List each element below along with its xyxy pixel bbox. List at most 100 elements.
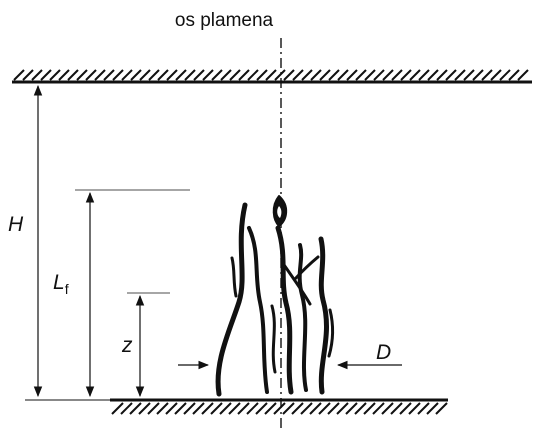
flame-tongue — [275, 225, 294, 395]
hatch-mark — [274, 69, 286, 81]
hatch-mark — [238, 69, 250, 81]
hatch-mark — [31, 69, 43, 81]
hatch-mark — [382, 69, 394, 81]
hatch-mark — [445, 69, 457, 81]
label-D: D — [376, 341, 391, 364]
hatch-mark — [264, 402, 277, 415]
flame-tongue — [230, 256, 238, 298]
hatch-mark — [408, 402, 421, 415]
hatch-mark — [120, 402, 133, 415]
hatch-mark — [174, 402, 187, 415]
hatch-mark — [85, 69, 97, 81]
hatch-mark — [463, 69, 475, 81]
hatch-mark — [499, 69, 511, 81]
hatch-mark — [282, 402, 295, 415]
hatch-mark — [481, 69, 493, 81]
hatch-mark — [310, 69, 322, 81]
hatch-mark — [291, 402, 304, 415]
hatch-mark — [256, 69, 268, 81]
hatch-mark — [328, 69, 340, 81]
hatch-mark — [391, 69, 403, 81]
hatch-mark — [139, 69, 151, 81]
flame-tongue — [280, 260, 312, 306]
hatch-mark — [372, 402, 385, 415]
flame-tongue — [215, 202, 248, 397]
hatch-mark — [390, 402, 403, 415]
hatch-mark — [381, 402, 394, 415]
hatch-mark — [454, 69, 466, 81]
hatch-mark — [363, 402, 376, 415]
flame-tongue — [270, 304, 277, 374]
hatch-mark — [283, 69, 295, 81]
hatch-mark — [309, 402, 322, 415]
hatch-mark — [426, 402, 439, 415]
hatch-mark — [292, 69, 304, 81]
hatch-mark — [301, 69, 313, 81]
hatch-mark — [336, 402, 349, 415]
hatch-mark — [22, 69, 34, 81]
hatch-mark — [156, 402, 169, 415]
floor — [25, 398, 448, 415]
label-z: z — [121, 334, 133, 357]
hatch-mark — [417, 402, 430, 415]
hatch-mark — [400, 69, 412, 81]
hatch-mark — [129, 402, 142, 415]
hatch-mark — [175, 69, 187, 81]
hatch-mark — [148, 69, 160, 81]
hatch-mark — [364, 69, 376, 81]
hatch-mark — [418, 69, 430, 81]
hatch-mark — [13, 69, 25, 81]
hatch-mark — [319, 69, 331, 81]
hatch-mark — [436, 69, 448, 81]
hatch-mark — [255, 402, 268, 415]
hatch-mark — [165, 402, 178, 415]
hatch-mark — [40, 69, 52, 81]
hatch-mark — [157, 69, 169, 81]
hatch-mark — [409, 69, 421, 81]
hatch-mark — [265, 69, 277, 81]
label-Lf: Lf — [53, 271, 69, 297]
hatch-mark — [201, 402, 214, 415]
hatch-mark — [147, 402, 160, 415]
hatch-mark — [427, 69, 439, 81]
hatch-mark — [318, 402, 331, 415]
hatch-mark — [220, 69, 232, 81]
hatch-mark — [435, 402, 448, 415]
hatch-mark — [247, 69, 259, 81]
label-Lf-subscript: f — [65, 281, 69, 297]
hatch-mark — [94, 69, 106, 81]
flame-tongue — [294, 255, 320, 280]
hatch-mark — [184, 69, 196, 81]
flame-tip-highlight — [277, 206, 282, 218]
label-H: H — [8, 213, 24, 236]
flame-tongue — [297, 243, 308, 392]
hatch-mark — [121, 69, 133, 81]
hatch-mark — [138, 402, 151, 415]
hatch-mark — [112, 69, 124, 81]
hatch-mark — [229, 69, 241, 81]
hatch-mark — [58, 69, 70, 81]
hatch-mark — [354, 402, 367, 415]
hatch-mark — [327, 402, 340, 415]
hatch-mark — [355, 69, 367, 81]
axis-title: os plamena — [175, 10, 274, 31]
hatch-mark — [211, 69, 223, 81]
hatch-mark — [210, 402, 223, 415]
flame-tongue — [327, 308, 334, 358]
ceiling — [12, 69, 532, 84]
hatch-mark — [49, 69, 61, 81]
hatch-mark — [67, 69, 79, 81]
hatch-mark — [345, 402, 358, 415]
hatch-mark — [76, 69, 88, 81]
hatch-mark — [373, 69, 385, 81]
hatch-mark — [130, 69, 142, 81]
hatch-mark — [472, 69, 484, 81]
hatch-mark — [508, 69, 520, 81]
hatch-mark — [166, 69, 178, 81]
hatch-mark — [490, 69, 502, 81]
flame-tongue — [247, 226, 269, 394]
hatch-mark — [337, 69, 349, 81]
hatch-mark — [192, 402, 205, 415]
flame — [215, 195, 334, 397]
